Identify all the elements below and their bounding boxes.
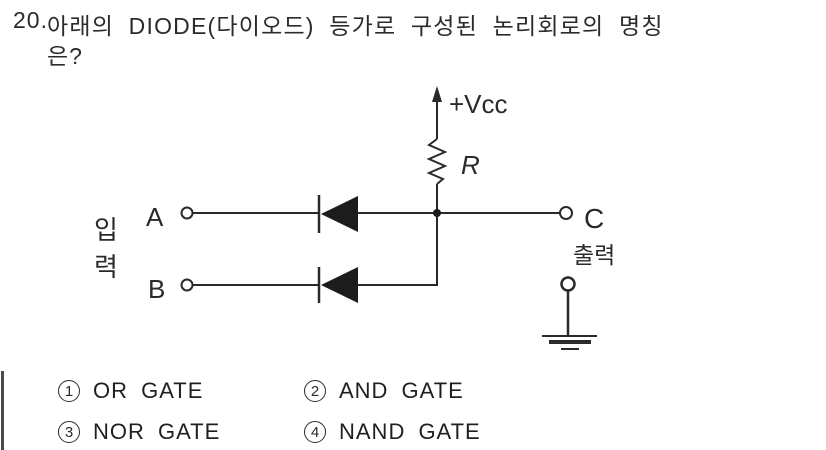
option-4-number-badge: 4 — [304, 421, 326, 443]
option-3-nor-gate: 3 NOR GATE — [58, 419, 220, 445]
input-group-label-char2: 력 — [94, 252, 118, 282]
vcc-arrow-icon — [432, 86, 442, 102]
option-1-number-badge: 1 — [58, 380, 80, 402]
resistor-label: R — [461, 150, 480, 180]
option-4-label: NAND GATE — [339, 419, 481, 444]
option-1-label: OR GATE — [93, 378, 204, 403]
option-1-or-gate: 1 OR GATE — [58, 378, 203, 404]
input-a-terminal — [180, 206, 194, 220]
diode-b-triangle — [321, 267, 358, 303]
input-a-label: A — [146, 202, 164, 232]
option-2-and-gate: 2 AND GATE — [304, 378, 464, 404]
junction-dot — [433, 209, 441, 217]
option-2-number-badge: 2 — [304, 380, 326, 402]
option-2-label: AND GATE — [339, 378, 464, 403]
option-3-number-badge: 3 — [58, 421, 80, 443]
option-4-nand-gate: 4 NAND GATE — [304, 419, 481, 445]
page-margin-rule — [1, 371, 4, 450]
input-group-label-char1: 입 — [94, 215, 118, 245]
output-group-label: 출력 — [573, 242, 615, 268]
question-text-line2: 은? — [47, 43, 83, 69]
input-b-terminal — [180, 278, 194, 292]
vcc-label: +Vcc — [449, 89, 508, 119]
resistor-symbol — [426, 138, 448, 185]
question-number: 20. — [13, 7, 48, 33]
option-3-label: NOR GATE — [93, 419, 221, 444]
diode-a-triangle — [321, 196, 358, 232]
question-text-line1: 아래의 DIODE(다이오드) 등가로 구성된 논리회로의 명칭 — [47, 13, 664, 39]
output-terminal — [559, 206, 573, 220]
input-b-label: B — [148, 274, 165, 304]
ground-terminal — [560, 276, 576, 292]
output-terminal-label: C — [584, 203, 604, 234]
